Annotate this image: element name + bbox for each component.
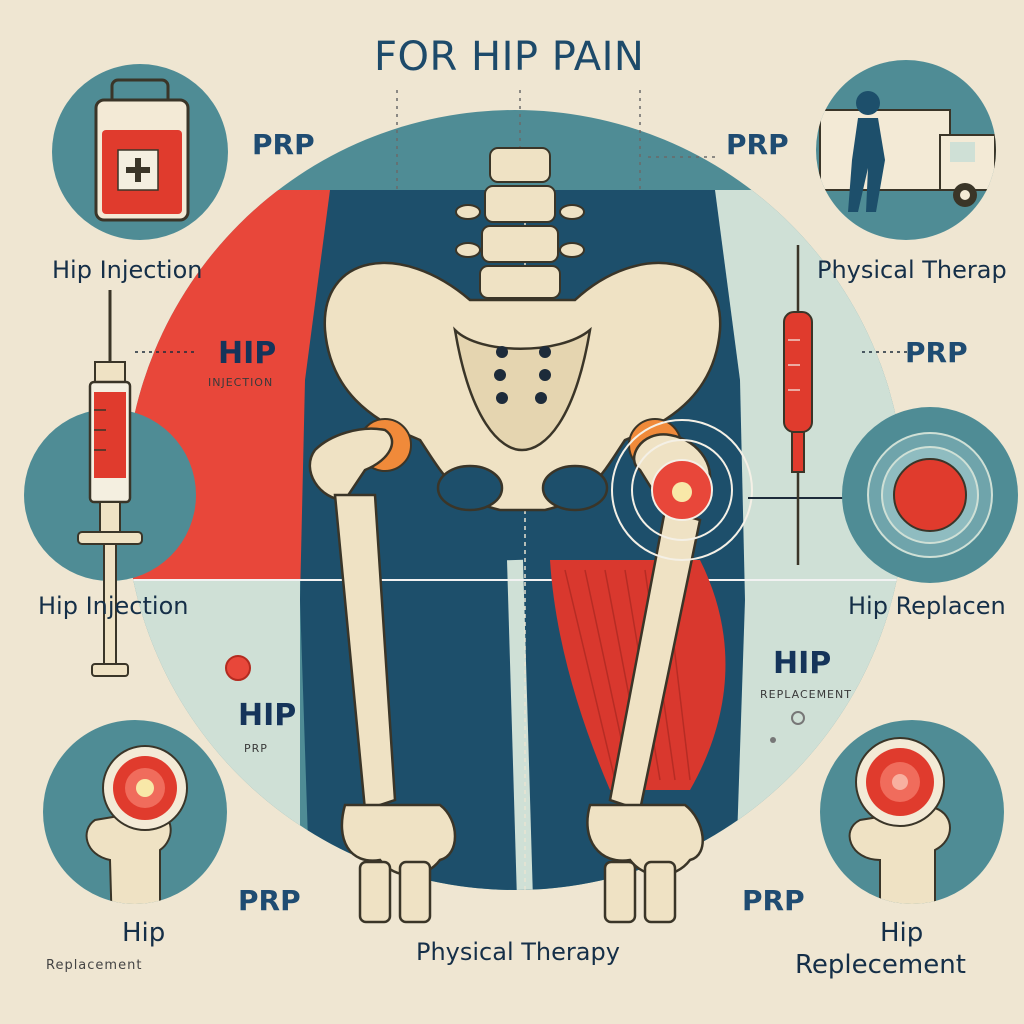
hip-label-right-band: HIP [773, 646, 832, 681]
walking-person-truck-icon [816, 60, 996, 240]
spine [455, 147, 585, 299]
physical-therapy-label-bottom: Physical Therapy [416, 938, 620, 966]
hip-label-red-band: HIP [218, 336, 277, 371]
prp-label-bottom-right: PRP [742, 884, 805, 917]
pelvis [323, 261, 722, 512]
hip-label-left-band: HIP [238, 698, 297, 733]
hip-sublabel-left-band: PRP [244, 742, 268, 755]
physical-therapy-label-top: Physical Therap [817, 256, 1007, 284]
replacement-label-bottom-right: Replecement [795, 950, 966, 980]
hip-injection-label-mid: Hip Injection [38, 592, 189, 620]
prp-label-top-left: PRP [252, 128, 315, 161]
femur-head-icon-right [820, 720, 1004, 904]
sacrum-dots [494, 346, 551, 404]
hip-label-bottom-left: Hip [122, 918, 166, 948]
hip-label-bottom-right: Hip [880, 918, 924, 948]
hip-sublabel-right-band: REPLACEMENT [760, 688, 852, 701]
red-button-icon [842, 407, 1018, 583]
page-title: FOR HIP PAIN [374, 34, 645, 80]
prp-label-bottom-left: PRP [238, 884, 301, 917]
syringe-icon [77, 290, 143, 677]
hip-replacement-label-right: Hip Replacen [848, 592, 1006, 620]
hip-sublabel-red-band: INJECTION [208, 376, 274, 389]
hip-injection-label-top: Hip Injection [52, 256, 203, 284]
small-red-dot [225, 655, 251, 681]
left-femur [308, 427, 457, 924]
prp-label-top-right: PRP [726, 128, 789, 161]
prp-label-mid-right: PRP [905, 336, 968, 369]
iv-bag-icon [52, 64, 228, 240]
femur-head-icon-left [43, 720, 227, 904]
pain-target [611, 419, 753, 561]
replacement-label-bottom-left: Replacement [46, 958, 143, 973]
syringe-right-icon [783, 245, 813, 565]
